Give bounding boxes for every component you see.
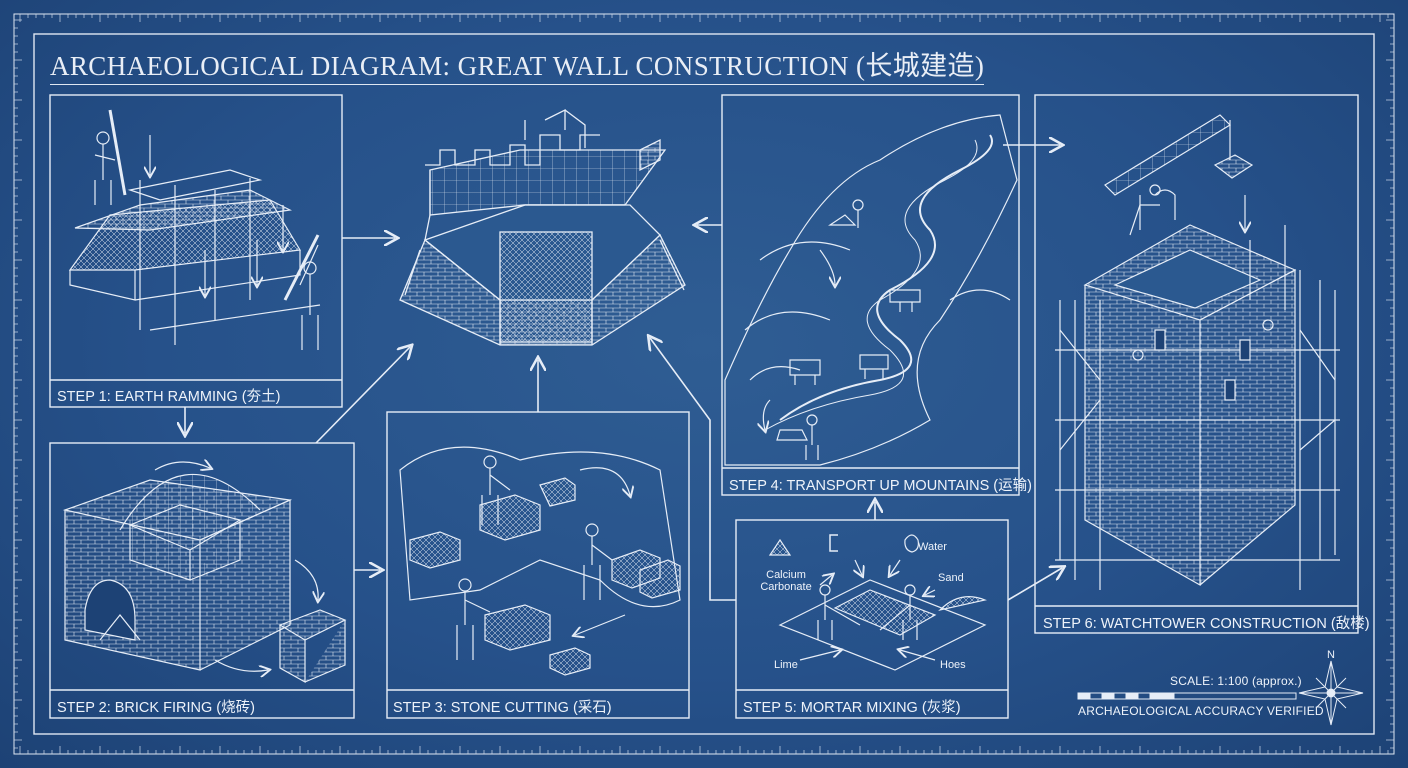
diagram-title: ARCHAEOLOGICAL DIAGRAM: GREAT WALL CONST… <box>50 44 985 85</box>
water-label: Water <box>918 541 947 553</box>
stone-cutting-illustration <box>399 446 681 676</box>
watchtower-illustration <box>1055 114 1340 590</box>
step-5-label: STEP 5: MORTAR MIXING (灰浆) <box>743 700 961 716</box>
scale-label: SCALE: 1:100 (approx.) <box>1170 674 1302 688</box>
panel-step-5 <box>735 519 1009 719</box>
compass-north-label: N <box>1327 649 1336 661</box>
panel-step-1 <box>49 94 343 408</box>
brick-kiln-illustration <box>62 462 347 684</box>
panel-step-4 <box>721 94 1020 496</box>
arrow-step2-to-wall <box>315 347 410 444</box>
calcium-carbonate-label: Calcium Carbonate <box>760 569 812 593</box>
sand-label: Sand <box>938 572 964 584</box>
outer-frame <box>13 13 1395 755</box>
arrow-step5-to-wall <box>650 338 736 601</box>
mountain-transport-illustration <box>724 114 1018 466</box>
mortar-mixing-illustration <box>768 534 988 671</box>
step-panels <box>49 94 1359 719</box>
flow-arrows <box>185 145 1062 601</box>
step-4-label: STEP 4: TRANSPORT UP MOUNTAINS (运输) <box>729 478 1032 494</box>
scale-bar <box>1077 692 1297 700</box>
verification-label: ARCHAEOLOGICAL ACCURACY VERIFIED <box>1078 704 1324 718</box>
earth-ramming-illustration <box>68 109 321 350</box>
arrow-step5-to-step6 <box>1007 568 1062 601</box>
step-6-label: STEP 6: WATCHTOWER CONSTRUCTION (敌楼) <box>1043 616 1370 632</box>
panel-step-2 <box>49 442 355 719</box>
step-2-label: STEP 2: BRICK FIRING (烧砖) <box>57 700 255 716</box>
compass-rose <box>1298 660 1364 726</box>
ruler-ticks <box>14 14 1394 754</box>
wall-section-illustration <box>399 108 686 346</box>
step-3-label: STEP 3: STONE CUTTING (采石) <box>393 700 612 716</box>
step-1-label: STEP 1: EARTH RAMMING (夯土) <box>57 389 281 405</box>
panel-step-6 <box>1034 94 1359 634</box>
hoes-label: Hoes <box>940 659 966 671</box>
lime-label: Lime <box>774 659 798 671</box>
